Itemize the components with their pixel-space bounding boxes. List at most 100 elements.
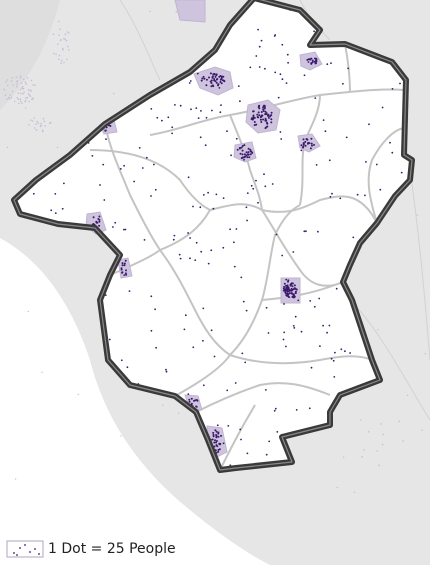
population-dot bbox=[184, 314, 187, 317]
population-dot bbox=[150, 195, 152, 197]
population-dot bbox=[248, 156, 251, 159]
population-dot bbox=[368, 123, 370, 126]
outside-population-dot bbox=[24, 99, 27, 102]
population-dot bbox=[295, 409, 298, 411]
outside-population-dot bbox=[62, 49, 64, 51]
population-dot bbox=[165, 370, 168, 373]
population-dot bbox=[234, 382, 237, 384]
population-dot bbox=[243, 144, 246, 147]
outside-population-dot bbox=[41, 129, 44, 131]
population-dot bbox=[190, 402, 193, 405]
population-dot bbox=[287, 293, 290, 296]
population-dot bbox=[240, 276, 243, 279]
population-dot bbox=[250, 184, 253, 187]
outside-population-dot bbox=[20, 92, 22, 95]
population-dot bbox=[303, 230, 306, 233]
population-dot bbox=[307, 61, 310, 63]
population-dot bbox=[286, 53, 289, 56]
population-dot bbox=[199, 136, 202, 139]
population-dot bbox=[349, 352, 351, 354]
outside-population-dot bbox=[24, 81, 27, 83]
population-dot bbox=[258, 104, 261, 107]
population-dot bbox=[123, 164, 125, 167]
outside-population-dot bbox=[175, 11, 178, 13]
population-dot bbox=[262, 104, 265, 107]
outside-population-dot bbox=[376, 450, 379, 452]
outside-population-dot bbox=[343, 456, 345, 458]
population-dot bbox=[124, 228, 127, 231]
population-dot bbox=[258, 45, 261, 48]
population-dot bbox=[281, 43, 284, 46]
population-dot bbox=[54, 193, 57, 195]
population-dot bbox=[210, 249, 213, 252]
population-dot bbox=[283, 331, 286, 334]
population-dot bbox=[214, 429, 217, 432]
population-dot bbox=[309, 300, 312, 302]
outside-population-dot bbox=[10, 80, 13, 82]
population-dot bbox=[400, 171, 403, 174]
population-dot bbox=[290, 287, 293, 290]
population-dot bbox=[154, 308, 157, 311]
population-dot bbox=[308, 407, 311, 410]
population-dot bbox=[171, 126, 174, 129]
outside-population-dot bbox=[377, 329, 379, 331]
population-dot bbox=[315, 60, 318, 63]
population-dot bbox=[326, 331, 328, 334]
outside-population-dot bbox=[24, 100, 26, 103]
outside-population-dot bbox=[36, 120, 38, 123]
population-dot bbox=[215, 78, 218, 81]
population-dot bbox=[307, 58, 310, 61]
outside-population-dot bbox=[55, 53, 57, 55]
population-dot bbox=[189, 80, 192, 82]
population-dot bbox=[310, 142, 313, 145]
population-dot bbox=[255, 179, 257, 182]
population-dot bbox=[270, 118, 273, 121]
outside-population-dot bbox=[380, 423, 382, 425]
population-dot bbox=[306, 58, 309, 61]
outside-population-dot bbox=[25, 83, 27, 85]
population-dot bbox=[215, 74, 218, 77]
population-dot bbox=[178, 253, 181, 256]
outside-population-dot bbox=[11, 77, 14, 79]
outside-population-dot bbox=[26, 96, 29, 99]
population-dot bbox=[96, 221, 99, 224]
outside-population-dot bbox=[27, 93, 30, 95]
population-dot bbox=[267, 116, 270, 119]
population-dot bbox=[124, 259, 127, 262]
outside-population-dot bbox=[21, 102, 23, 104]
population-dot bbox=[287, 279, 290, 282]
outside-population-dot bbox=[19, 77, 22, 79]
population-dot bbox=[219, 442, 222, 445]
population-dot bbox=[227, 425, 230, 427]
population-dot bbox=[266, 122, 269, 125]
population-dot bbox=[123, 264, 126, 267]
outside-population-dot bbox=[23, 78, 25, 81]
population-dot bbox=[229, 228, 232, 231]
population-dot bbox=[219, 81, 222, 83]
population-dot bbox=[200, 79, 203, 82]
outside-population-dot bbox=[17, 98, 20, 101]
population-dot bbox=[189, 237, 192, 239]
population-dot bbox=[344, 350, 346, 353]
outside-population-dot bbox=[378, 464, 381, 467]
population-dot bbox=[289, 289, 292, 292]
population-dot bbox=[214, 439, 216, 442]
population-dot bbox=[215, 435, 218, 438]
outside-population-dot bbox=[19, 89, 22, 91]
population-dot bbox=[165, 368, 167, 371]
outside-population-dot bbox=[24, 107, 27, 109]
population-dot bbox=[302, 138, 305, 141]
legend-dot-swatch bbox=[6, 540, 44, 558]
outside-population-dot bbox=[63, 61, 65, 64]
population-dot bbox=[141, 167, 144, 169]
outside-population-dot bbox=[41, 371, 43, 373]
population-dot bbox=[192, 205, 194, 208]
population-dot bbox=[265, 389, 267, 391]
population-dot bbox=[274, 34, 277, 36]
population-dot bbox=[220, 104, 222, 106]
outside-population-dot bbox=[360, 419, 362, 421]
population-dot bbox=[98, 220, 101, 223]
map-legend: 1 Dot = 25 People bbox=[6, 539, 176, 559]
population-dot bbox=[200, 250, 203, 253]
